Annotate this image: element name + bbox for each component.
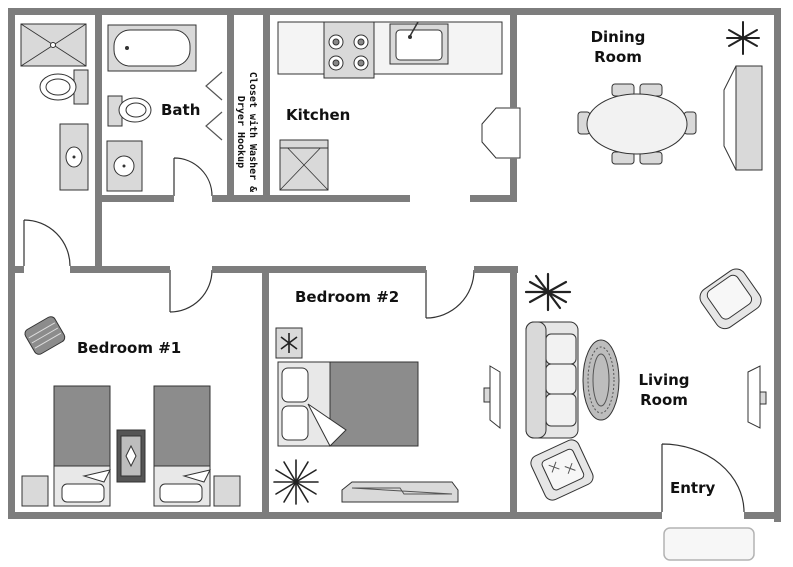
refrigerator <box>279 139 329 191</box>
closet-bifold-doors <box>205 71 223 141</box>
armchair-living-bottom <box>530 439 594 501</box>
sofa <box>525 321 579 439</box>
kitchen-sink <box>389 21 449 65</box>
tv-bedroom2 <box>483 365 501 430</box>
queen-bed <box>277 361 419 447</box>
closet-label-line1: Closet with Washer & <box>247 71 258 193</box>
twin-bed-left <box>53 385 111 507</box>
tv-living <box>747 365 767 429</box>
coffee-table-rug <box>582 339 620 421</box>
dresser-bedroom2 <box>341 481 459 503</box>
entry-step <box>663 527 755 561</box>
kitchen-range-hood <box>481 107 521 159</box>
nightstand-plant <box>275 327 303 359</box>
dining-table-set <box>577 83 697 165</box>
closet-label-line2: Dryer Hookup <box>235 95 246 169</box>
label-bath: Bath <box>161 101 201 119</box>
side-tables-bedroom1 <box>21 475 241 507</box>
dining-buffet <box>723 65 763 171</box>
label-living-room: Living Room <box>632 370 696 410</box>
door-swings <box>23 157 745 513</box>
label-bedroom-2: Bedroom #2 <box>295 288 400 306</box>
plant-living <box>524 272 572 312</box>
label-kitchen: Kitchen <box>286 106 351 124</box>
walls <box>8 8 781 522</box>
vanity-sink-master <box>59 123 89 191</box>
stove <box>323 21 375 79</box>
nightstand-rug-bedroom1 <box>116 429 146 483</box>
toilet-bath <box>107 95 152 127</box>
label-closet-washer-dryer: Closet with Washer & Dryer Hookup <box>234 17 258 247</box>
bathtub <box>107 24 197 72</box>
shower-stall <box>20 23 87 67</box>
dining-label-line2: Room <box>594 48 642 66</box>
label-entry: Entry <box>670 479 716 497</box>
label-dining-room: Dining Room <box>584 27 652 67</box>
twin-bed-right <box>153 385 211 507</box>
dining-label-line1: Dining <box>590 28 646 46</box>
toilet-master <box>39 69 89 105</box>
living-label-line2: Room <box>640 391 688 409</box>
lamp-chair-bedroom1 <box>24 316 66 355</box>
plant-bedroom2 <box>273 459 319 505</box>
plant-dining <box>726 21 760 55</box>
living-label-line1: Living <box>638 371 690 389</box>
label-bedroom-1: Bedroom #1 <box>77 339 182 357</box>
vanity-sink-bath <box>106 140 143 192</box>
armchair-living-top <box>699 268 762 330</box>
